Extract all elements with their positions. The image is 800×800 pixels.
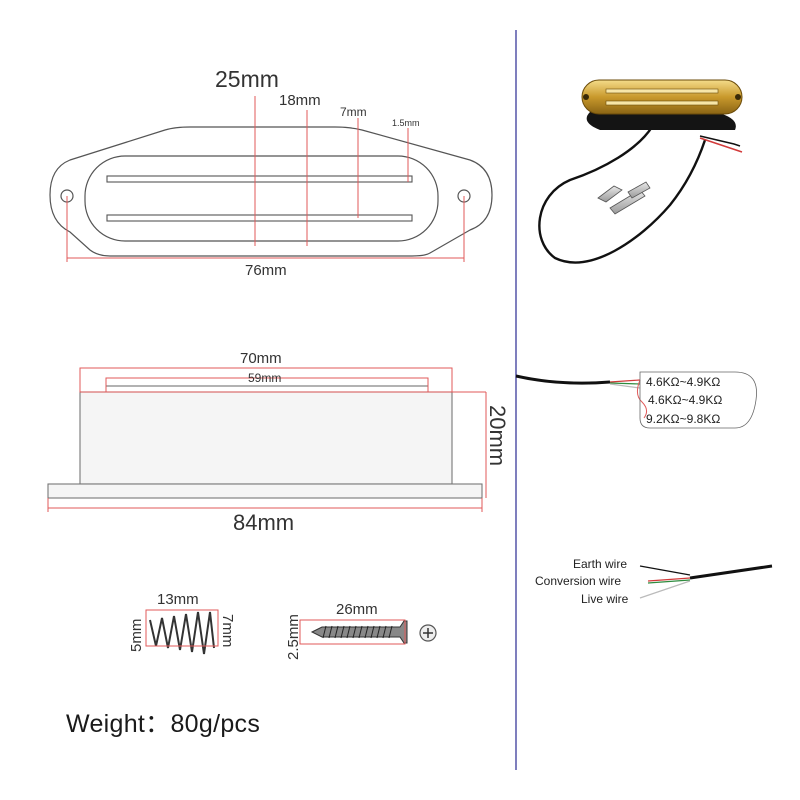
product-photo (538, 79, 743, 264)
wire-cable (689, 564, 773, 580)
blade-top (106, 175, 413, 183)
label-spring-small-dia: 5mm (128, 619, 145, 652)
label-screw-dia: 2.5mm (285, 614, 302, 660)
label-conversion-wire: Conversion wire (535, 574, 621, 588)
resistance-section: 4.6KΩ~4.9KΩ 4.6KΩ~4.9KΩ 9.2KΩ~9.8KΩ (515, 371, 757, 429)
pickup-side-view: 70mm 59mm 20mm 84mm (47, 350, 510, 535)
label-blade-thickness: 1.5mm (392, 118, 420, 128)
screw-diagram: 26mm 2.5mm (285, 601, 437, 660)
wire-earth-line (639, 565, 691, 576)
screw-threads (322, 625, 393, 639)
dim-box-59mm (105, 377, 429, 393)
screw-body (310, 620, 408, 644)
side-blade (105, 385, 429, 393)
wire-conversion-line (647, 577, 691, 582)
side-base-plate (47, 483, 483, 499)
gold-mount-hole-right (735, 94, 741, 100)
weight-label: Weight：80g/pcs (66, 710, 261, 738)
label-height: 20mm (485, 405, 510, 466)
lead-wire-red (699, 137, 743, 153)
spring-coil (149, 611, 215, 655)
label-base-length: 84mm (233, 510, 294, 535)
photo-screws (597, 181, 651, 215)
gold-cover (581, 79, 743, 115)
label-spring-length: 13mm (157, 591, 199, 608)
spring-diagram: 13mm 5mm 7mm (128, 591, 236, 655)
lead-wire-black (699, 135, 741, 147)
res-wire-red (609, 379, 641, 383)
dim-box-spring (145, 609, 219, 647)
gold-blade-top (605, 88, 719, 94)
base-plate-black (586, 112, 736, 130)
gold-mount-hole-left (583, 94, 589, 100)
label-live-wire: Live wire (581, 592, 629, 606)
resistance-row1: 4.6KΩ~4.9KΩ (646, 375, 720, 389)
blade-bottom (106, 214, 413, 222)
res-bubble (639, 371, 757, 429)
side-cover (79, 391, 453, 485)
gold-blade-bottom (605, 100, 719, 106)
dim-box-screw (299, 619, 406, 645)
screw-head-icon (419, 624, 437, 642)
pickup-top-view: 25mm 18mm 7mm 1.5mm 76mm (49, 66, 493, 279)
res-bracket (636, 379, 648, 419)
resistance-row3: 9.2KΩ~9.8KΩ (646, 412, 720, 426)
pickup-cover-outline (84, 155, 439, 242)
label-earth-wire: Earth wire (573, 557, 627, 571)
label-pole-gap: 7mm (340, 105, 367, 119)
wire-conversion-green (647, 579, 691, 584)
label-width-overall: 25mm (215, 66, 279, 92)
label-width-inner: 18mm (279, 92, 321, 109)
cable (538, 121, 707, 264)
label-screw-length: 26mm (336, 601, 378, 618)
wire-label-section: Earth wire Conversion wire Live wire (535, 557, 773, 606)
res-wire-green (609, 382, 641, 385)
label-spring-large-dia: 7mm (219, 614, 236, 647)
label-blade-length: 59mm (248, 371, 281, 385)
res-cable (515, 374, 611, 385)
label-cover-length: 70mm (240, 350, 282, 367)
res-wire-white (609, 383, 641, 389)
label-length: 76mm (245, 262, 287, 279)
resistance-row2: 4.6KΩ~4.9KΩ (648, 393, 722, 407)
wire-live-line (639, 580, 691, 599)
